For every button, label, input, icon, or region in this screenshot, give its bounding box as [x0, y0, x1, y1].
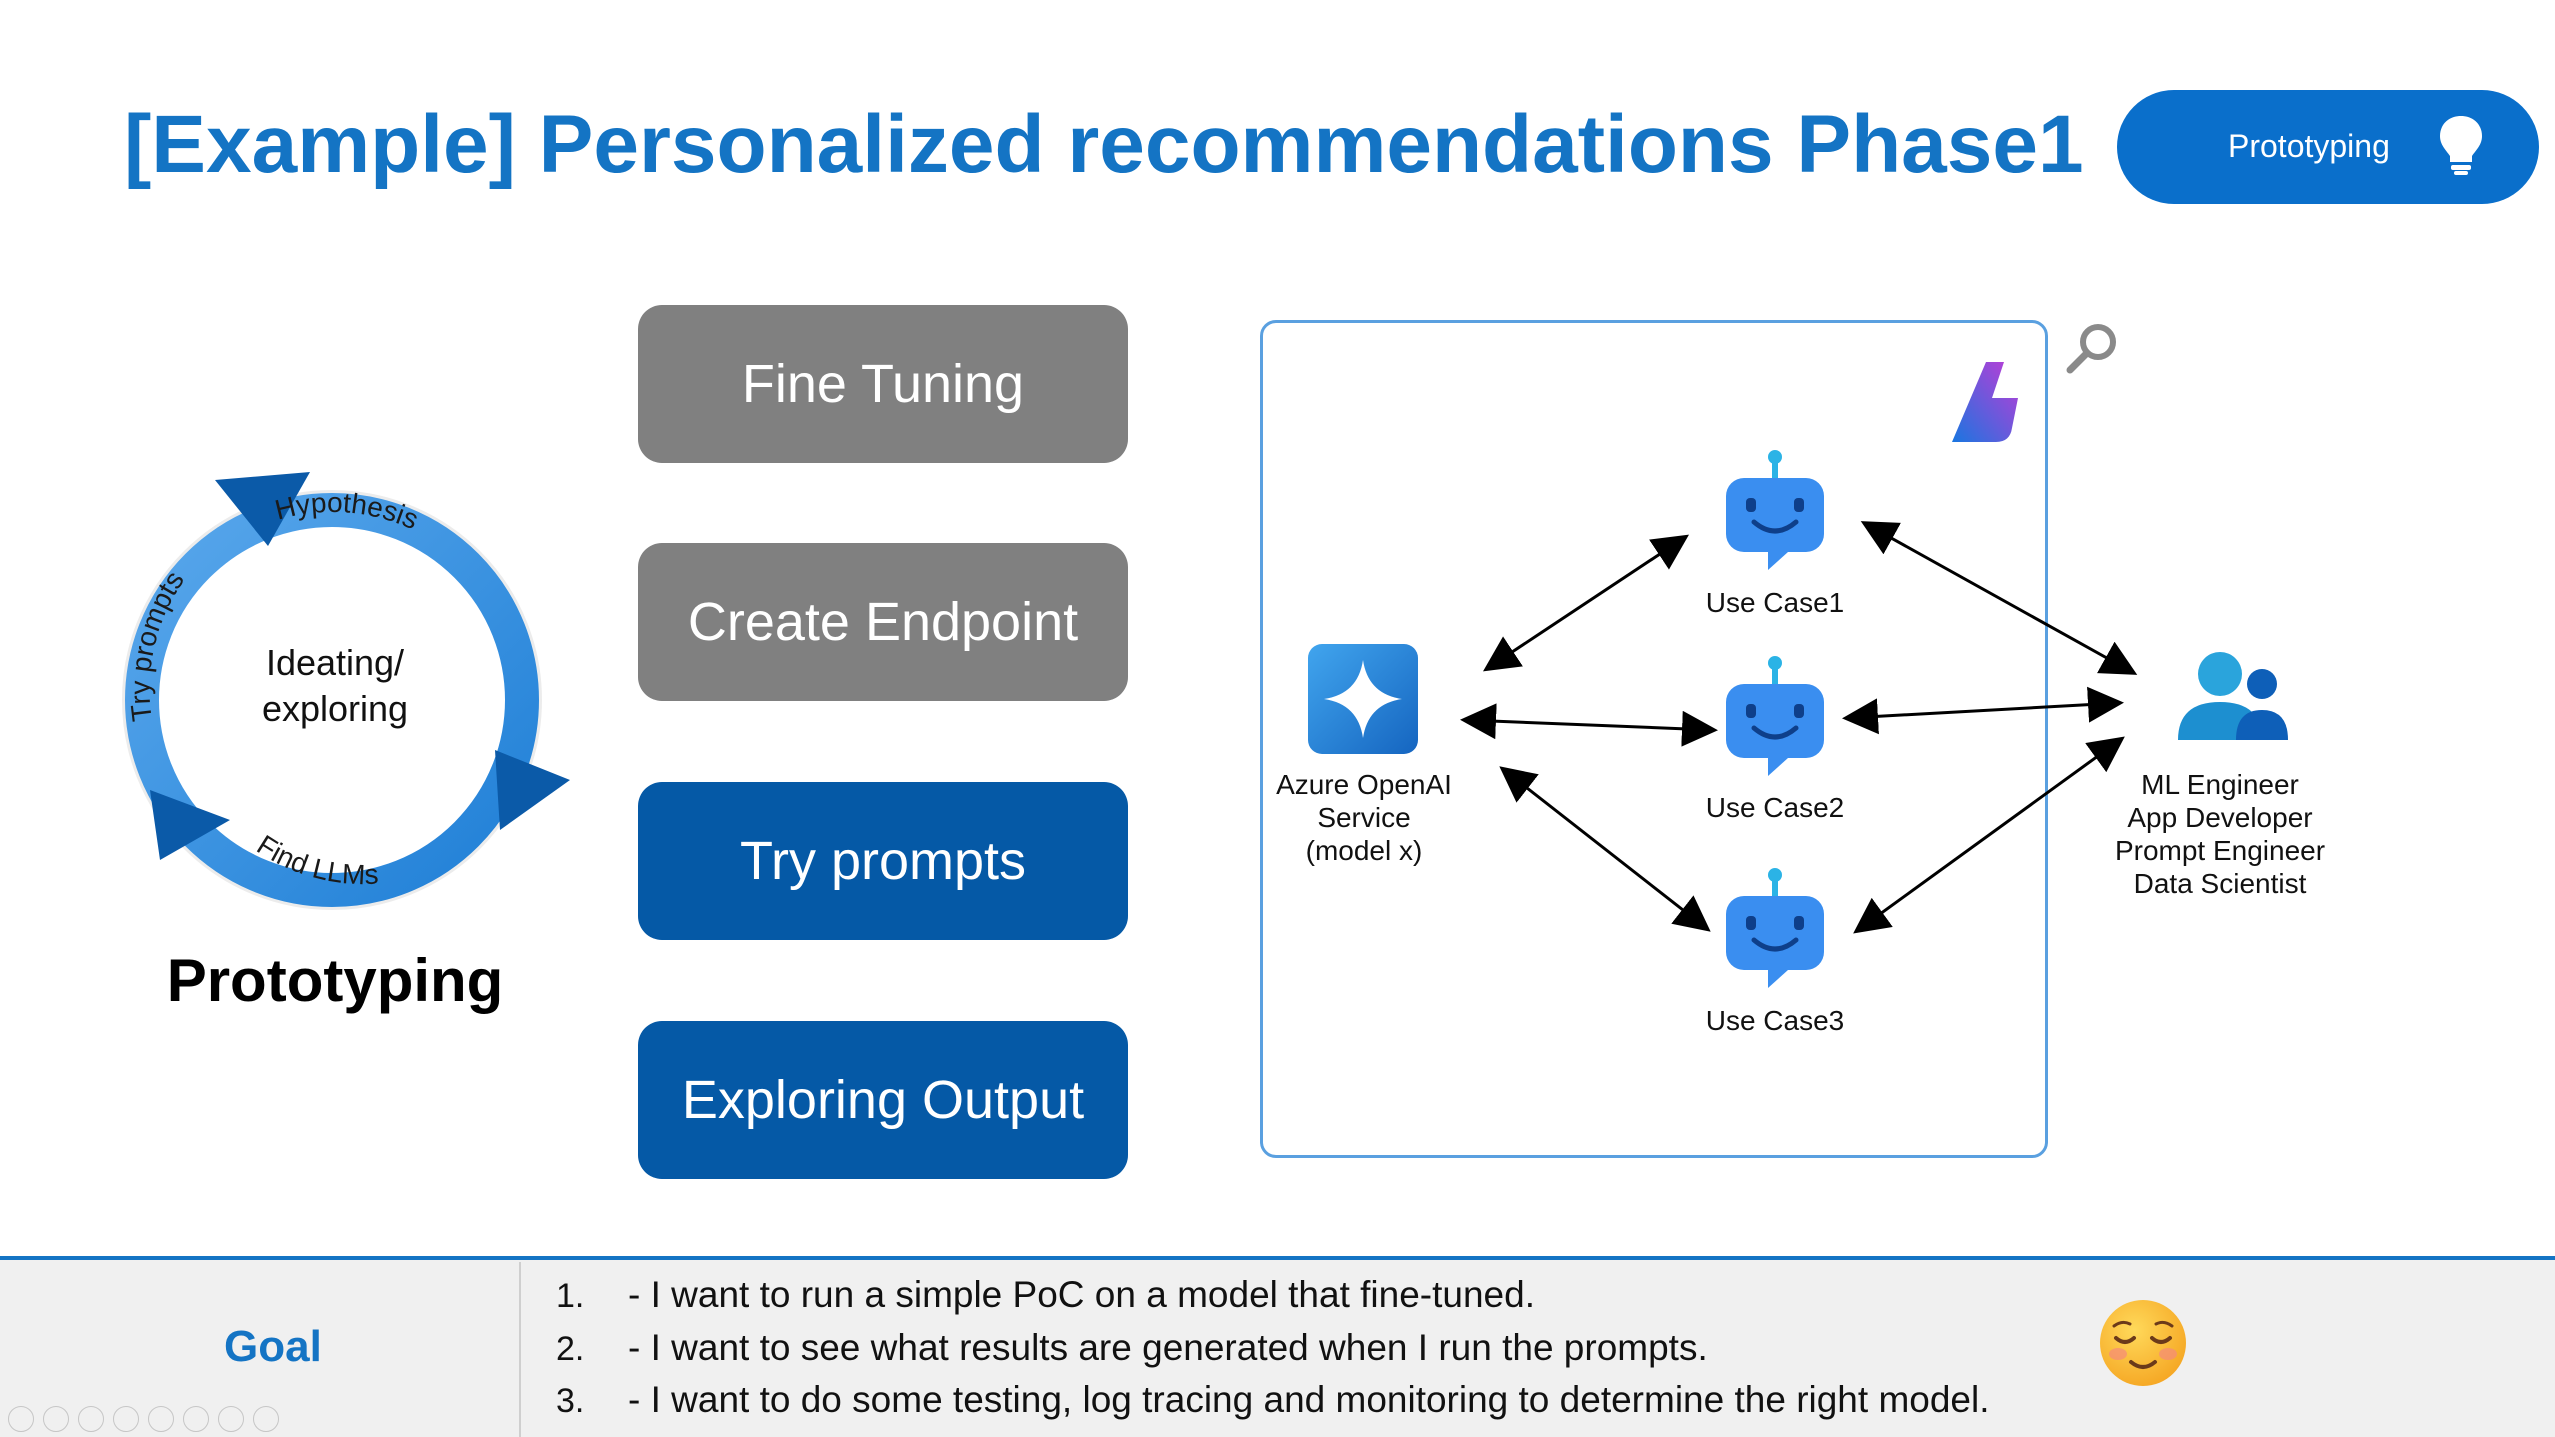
step-exploring-output: Exploring Output [638, 1021, 1128, 1179]
azure-openai-icon [1308, 644, 1418, 754]
connection-arrows [1460, 521, 2138, 934]
goal-item-2-text: - I want to see what results are generat… [628, 1327, 1708, 1368]
role-data-scientist: Data Scientist [2133, 868, 2307, 899]
phase-badge-label: Prototyping [2228, 128, 2390, 164]
goal-item-1-text: - I want to run a simple PoC on a model … [628, 1274, 1535, 1315]
pen-icon[interactable] [78, 1406, 104, 1432]
step-create-endpoint: Create Endpoint [638, 543, 1128, 701]
azure-ai-studio-icon [1952, 362, 2018, 442]
cycle-center-line2: exploring [261, 688, 409, 729]
slideshow-controls [8, 1406, 279, 1432]
previous-slide-icon[interactable] [8, 1406, 34, 1432]
zoom-icon[interactable] [148, 1406, 174, 1432]
goal-item-2-number: 2. [556, 1330, 585, 1368]
cycle-center-line1: Ideating/ [265, 642, 405, 683]
slide-title: [Example] Personalized recommendations P… [124, 99, 2084, 190]
bot-icon [1726, 450, 1824, 570]
camera-icon[interactable] [218, 1406, 244, 1432]
slides-grid-icon[interactable] [113, 1406, 139, 1432]
subtitles-icon[interactable] [183, 1406, 209, 1432]
role-ml-engineer: ML Engineer [2141, 769, 2299, 800]
cycle-caption: Prototyping [166, 947, 504, 1014]
more-options-icon[interactable] [253, 1406, 279, 1432]
goal-label: Goal [224, 1322, 322, 1371]
step-fine-tuning: Fine Tuning [638, 305, 1128, 463]
goal-item-1-number: 1. [556, 1277, 585, 1315]
bot-icon [1726, 868, 1824, 988]
bot-icon [1726, 656, 1824, 776]
relieved-face-icon [2100, 1300, 2186, 1386]
service-label-line2: Service [1317, 802, 1411, 833]
roles-label: ML Engineer App Developer Prompt Enginee… [2090, 768, 2350, 900]
cycle-center-text: Ideating/ exploring [230, 640, 440, 732]
service-label-line3: (model x) [1305, 835, 1423, 866]
role-prompt-engineer: Prompt Engineer [2114, 835, 2326, 866]
prototyping-cycle-graphic: Hypothesis Find LLMs Try prompts [122, 472, 570, 910]
use-case-3-label: Use Case3 [1705, 1005, 1845, 1036]
step-try-prompts: Try prompts [638, 782, 1128, 940]
goal-item-3-text: - I want to do some testing, log tracing… [628, 1379, 1990, 1420]
search-icon [2066, 324, 2116, 374]
service-label-line1: Azure OpenAI [1276, 769, 1452, 800]
next-slide-icon[interactable] [43, 1406, 69, 1432]
lightbulb-icon [2438, 114, 2484, 181]
use-case-1-label: Use Case1 [1705, 587, 1845, 618]
service-label: Azure OpenAI Service (model x) [1256, 768, 1472, 867]
goal-divider [519, 1262, 521, 1437]
use-case-2-label: Use Case2 [1705, 792, 1845, 823]
goal-item-3-number: 3. [556, 1382, 585, 1420]
role-app-developer: App Developer [2127, 802, 2313, 833]
users-icon [2178, 652, 2288, 740]
